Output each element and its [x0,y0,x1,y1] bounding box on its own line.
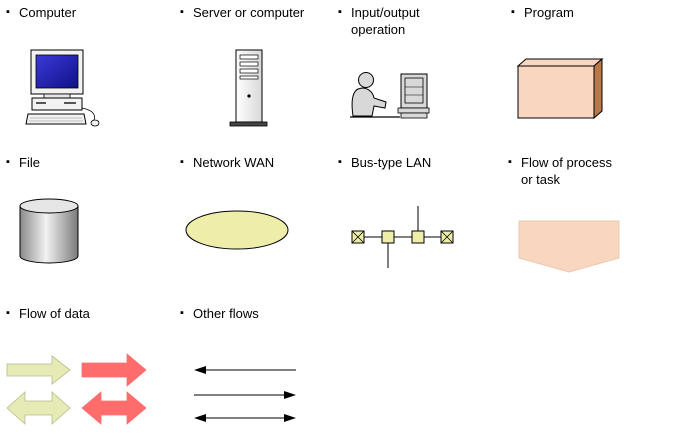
legend-item-file: ▪ File [6,154,40,171]
legend-item-other: ▪ Other flows [180,305,259,322]
legend-item-wan: ▪ Network WAN [180,154,274,171]
legend-label-file: File [19,155,40,170]
legend-label-lan: Bus-type LAN [351,155,432,170]
other-flow-double-arrow-icon [194,414,296,422]
bullet: ▪ [338,6,342,18]
legend-item-io: ▪ Input/output operation [338,4,420,38]
bullet: ▪ [6,6,10,18]
legend-label-wan: Network WAN [193,155,275,170]
legend-item-flow: ▪ Flow of process or task [508,154,612,188]
legend-label-flow: Flow of process or task [521,155,613,187]
legend-label-data: Flow of data [19,306,90,321]
wan-icon [185,210,289,250]
data-flow-right-arrow-icon [6,355,71,385]
data-flow-double-arrow-red-icon [81,391,147,425]
legend-item-data: ▪ Flow of data [6,305,90,322]
data-flow-right-arrow-red-icon [81,353,147,387]
bullet: ▪ [6,156,10,168]
file-icon [19,198,79,264]
bullet: ▪ [6,307,10,319]
bullet: ▪ [511,6,515,18]
legend-label-computer: Computer [19,5,77,20]
bullet: ▪ [180,307,184,319]
legend-label-io: Input/output operation [351,5,420,37]
program-icon [516,57,604,120]
legend-item-program: ▪ Program [511,4,574,21]
bullet: ▪ [180,156,184,168]
data-flow-double-arrow-icon [6,391,71,425]
legend-label-server: Server or computer [193,5,305,20]
bullet: ▪ [508,156,512,168]
legend-label-program: Program [524,5,574,20]
other-flow-left-arrow-icon [194,366,296,374]
server-icon [229,49,268,127]
legend-item-computer: ▪ Computer [6,4,76,21]
io-operation-icon [350,72,430,119]
legend-item-server: ▪ Server or computer [180,4,304,21]
legend-item-lan: ▪ Bus-type LAN [338,154,431,171]
bus-lan-icon [351,206,454,268]
bullet: ▪ [180,6,184,18]
bullet: ▪ [338,156,342,168]
computer-icon [25,49,100,127]
process-flow-icon [518,220,620,273]
legend-label-other: Other flows [193,306,259,321]
other-flow-right-arrow-icon [194,391,296,399]
